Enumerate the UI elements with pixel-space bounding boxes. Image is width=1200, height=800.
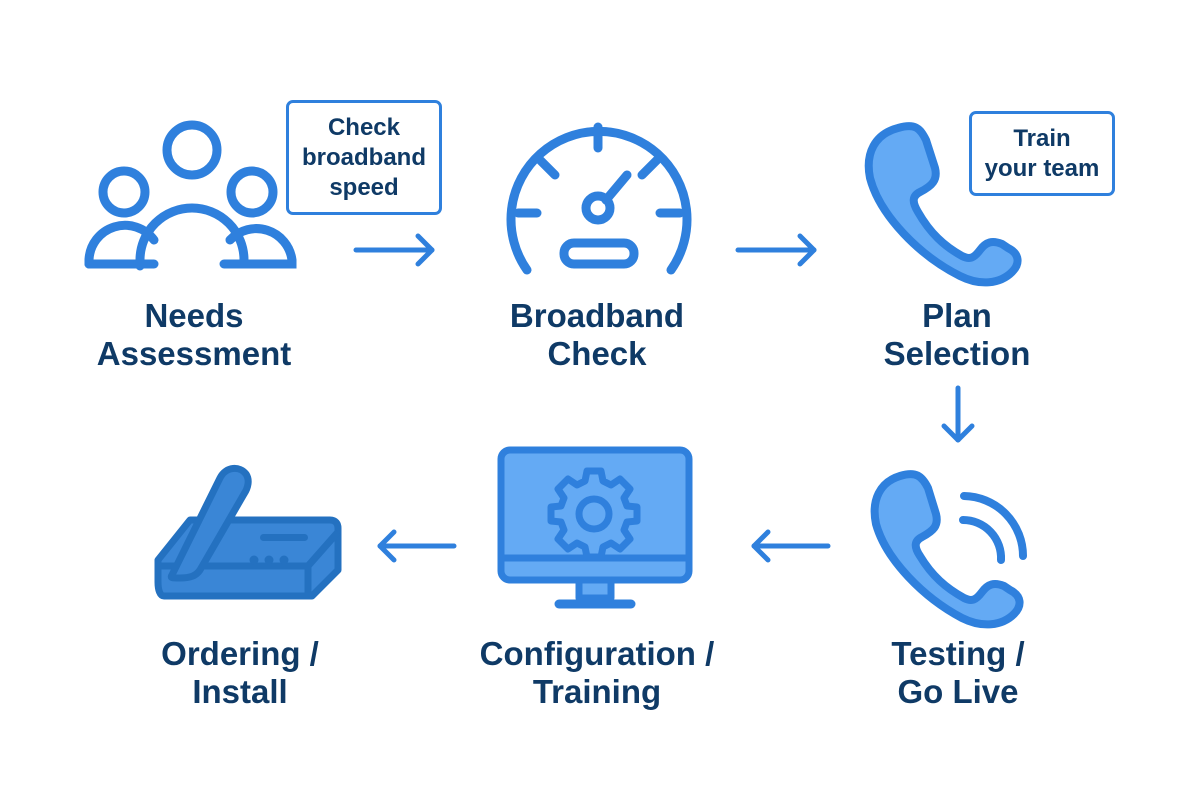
label-line: Testing / (891, 635, 1025, 672)
phone-handset-icon (864, 122, 1022, 287)
step-label-broadband-check: Broadband Check (510, 297, 684, 373)
callout-check-broadband-speed: Check broadband speed (286, 100, 442, 215)
people-group-icon (84, 120, 297, 271)
monitor-gear-icon (497, 446, 693, 609)
callout-line: speed (329, 173, 399, 201)
label-line: Go Live (897, 673, 1019, 710)
step-label-testing-go-live: Testing / Go Live (891, 635, 1024, 711)
arrow-down-icon (941, 385, 975, 443)
step-label-configuration-training: Configuration / Training (480, 635, 715, 711)
label-line: Selection (883, 335, 1031, 372)
label-line: Assessment (96, 335, 292, 372)
arrow-right-icon (353, 233, 435, 267)
label-line: Needs (144, 297, 244, 334)
label-line: Ordering / (161, 635, 319, 672)
label-line: Check (547, 335, 647, 372)
label-line: Install (192, 673, 288, 710)
label-line: Broadband (509, 297, 685, 334)
callout-line: your team (984, 154, 1100, 182)
label-line: Training (532, 673, 662, 710)
step-label-plan-selection: Plan Selection (884, 297, 1031, 373)
callout-line: Train (1013, 124, 1071, 152)
step-label-ordering-install: Ordering / Install (161, 635, 319, 711)
callout-line: broadband (302, 143, 426, 171)
arrow-left-icon (751, 529, 831, 563)
step-label-needs-assessment: Needs Assessment (97, 297, 291, 373)
callout-line: Check (327, 113, 401, 141)
desk-phone-icon (154, 465, 342, 600)
arrow-right-icon (735, 233, 817, 267)
label-line: Plan (922, 297, 992, 334)
arrow-left-icon (377, 529, 457, 563)
label-line: Configuration / (479, 635, 715, 672)
phone-ringing-icon (870, 470, 1027, 629)
speedometer-icon (506, 122, 692, 275)
callout-train-your-team: Train your team (969, 111, 1115, 196)
